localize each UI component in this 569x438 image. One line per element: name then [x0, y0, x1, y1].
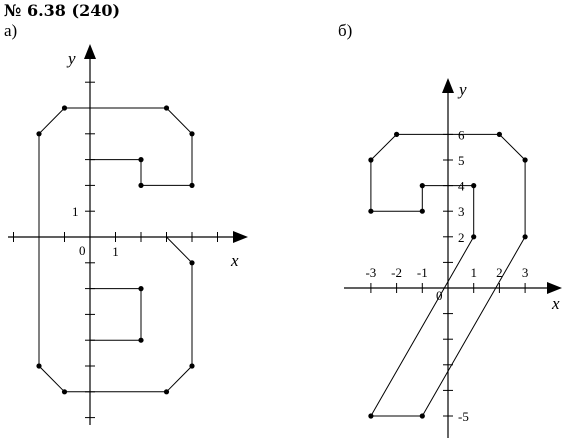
- panel-b-label: б): [338, 21, 353, 40]
- panel-b-vertex-dot: [496, 131, 502, 137]
- panel-b-y-tick-label: 5: [458, 153, 465, 168]
- panel-b-vertex-dot: [419, 183, 425, 189]
- panel-a-y-tick-label: 1: [72, 204, 79, 219]
- panel-b-vertex-dot: [522, 234, 528, 240]
- panel-b-vertex-dot: [471, 234, 477, 240]
- panel-b-x-tick-label: -1: [417, 265, 428, 280]
- panel-a-y-axis-arrow: [84, 44, 96, 59]
- panel-b-y-tick-label: 3: [458, 204, 465, 219]
- panel-a-vertex-dot: [36, 363, 42, 369]
- panel-b-vertex-dot: [368, 208, 374, 214]
- panel-b-x-axis-label: x: [551, 294, 560, 313]
- panel-a-vertex-dot: [163, 389, 170, 395]
- panel-a-vertex-dot: [189, 182, 195, 188]
- panel-b-vertex-dot: [522, 157, 528, 163]
- panel-b-y-tick-label: -5: [458, 409, 469, 424]
- panel-a-graph: x y 0 1 1: [8, 44, 248, 425]
- panel-a-vertex-dot: [138, 157, 144, 163]
- panel-a-label: а): [4, 21, 18, 40]
- panel-b-x-tick-label: 2: [496, 265, 503, 280]
- panel-a-x-axis-label: x: [230, 251, 239, 270]
- panel-b-vertex-dot: [471, 183, 477, 189]
- panel-b-vertex-dot: [368, 413, 374, 419]
- panel-b-x-axis-arrow: [547, 282, 562, 294]
- panel-b-vertex-dot: [419, 208, 425, 214]
- panel-a-x-tick-label: 1: [112, 244, 119, 259]
- panel-b-vertex-dot: [368, 157, 374, 163]
- panel-a-vertex-dot: [138, 182, 144, 188]
- panel-b-origin-label: 0: [436, 288, 443, 303]
- panel-a-vertex-dot: [189, 260, 195, 266]
- panel-b-y-axis-label: y: [457, 80, 467, 99]
- panel-a-vertex-dot: [138, 337, 144, 343]
- panel-a-vertex-dot: [189, 363, 195, 369]
- panel-b-y-axis-arrow: [442, 78, 454, 93]
- panel-b-vertex-dot: [419, 413, 425, 419]
- panel-a-vertex-dot: [61, 105, 68, 111]
- panel-b-x-tick-label: -2: [391, 265, 402, 280]
- panel-b-vertex-dot: [394, 131, 400, 137]
- panel-a-figure-outline: [38, 107, 193, 393]
- panel-a-inner-square: [89, 288, 142, 341]
- panel-a-vertex-dot: [36, 131, 42, 137]
- panel-a-vertex-dot: [163, 105, 170, 111]
- panel-a-vertex-dot: [61, 389, 68, 395]
- panel-b-x-tick-label: -3: [365, 265, 376, 280]
- panel-b-x-tick-label: 1: [470, 265, 477, 280]
- panel-a-origin-label: 0: [79, 243, 86, 258]
- panel-a-vertex-dot: [189, 131, 195, 137]
- panel-a-vertex-dot: [138, 286, 144, 292]
- panel-b-y-tick-label: 2: [458, 230, 465, 245]
- panel-b-x-tick-label: 3: [522, 265, 529, 280]
- panel-a-y-axis-label: y: [66, 49, 76, 68]
- exercise-title: № 6.38 (240): [4, 1, 121, 20]
- panel-a-x-axis-arrow: [233, 231, 248, 243]
